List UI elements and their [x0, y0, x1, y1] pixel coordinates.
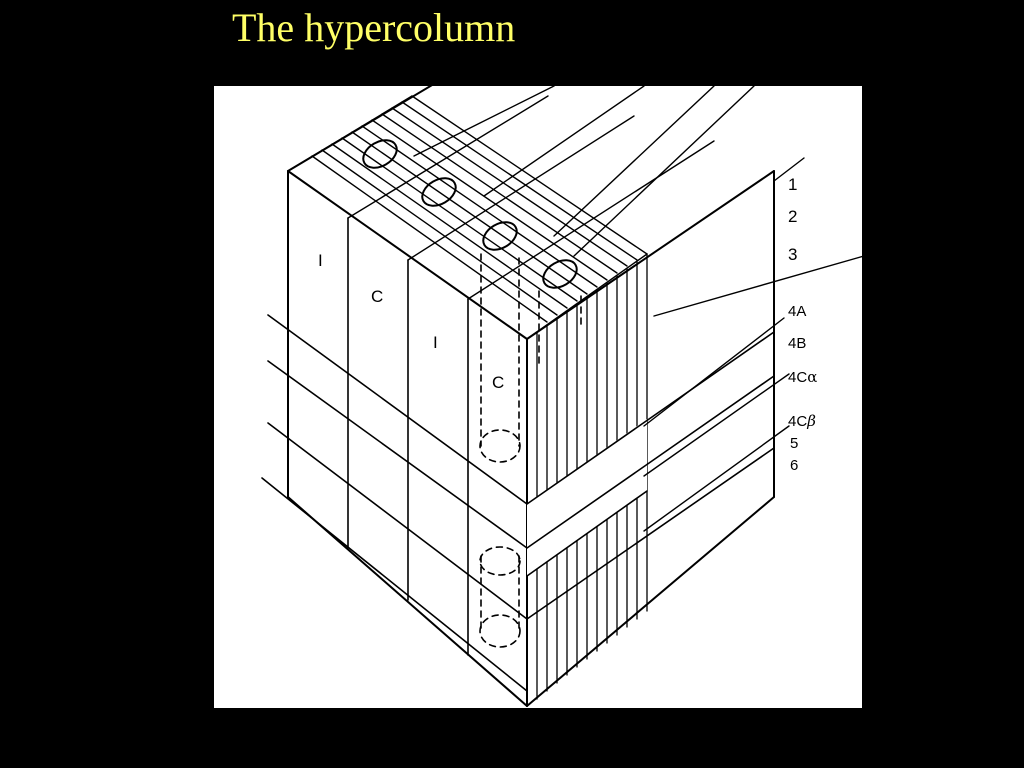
top-face-stripes — [287, 95, 715, 340]
layer-label-4a: 4A — [788, 303, 806, 320]
layer-label-3: 3 — [788, 245, 797, 264]
hypercolumn-figure: I C I C 1 2 3 4A 4B 4Cα 4Cβ 5 6 — [214, 86, 862, 708]
layer-label-4b: 4B — [788, 335, 806, 352]
layer-label-5: 5 — [790, 435, 798, 452]
layer-labels: 1 2 3 4A 4B 4Cα 4Cβ 5 6 — [788, 175, 817, 474]
leader-lines — [413, 86, 862, 532]
layer-label-4c-alpha: 4Cα — [788, 368, 817, 386]
column-label-ipsi-2: I — [433, 333, 438, 352]
column-label-ipsi-1: I — [318, 251, 323, 270]
dashed-blob-columns — [479, 253, 582, 648]
slide-title: The hypercolumn — [232, 5, 516, 50]
column-label-contra-2: C — [492, 373, 504, 392]
column-label-contra-1: C — [371, 287, 383, 306]
front-face-layer-lines — [261, 314, 528, 692]
layer-label-6: 6 — [790, 457, 798, 474]
layer-label-4c-beta: 4Cβ — [788, 412, 816, 430]
block-outline — [287, 86, 775, 707]
hypercolumn-diagram: I C I C 1 2 3 4A 4B 4Cα 4Cβ 5 6 — [261, 86, 862, 707]
layer-label-1: 1 — [788, 175, 797, 194]
blobs — [362, 139, 578, 289]
ocular-dominance-column-dividers — [347, 217, 469, 656]
column-labels: I C I C — [318, 251, 504, 392]
layer-label-2: 2 — [788, 207, 797, 226]
